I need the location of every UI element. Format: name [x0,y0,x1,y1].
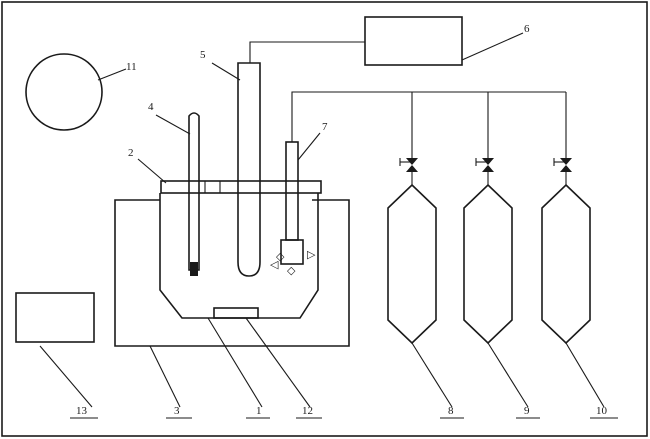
reaction-vessel [159,193,319,319]
callout-10: 10 [596,405,608,417]
leader-line [207,317,263,408]
valve-icon [475,158,494,185]
gas-cylinder-8 [387,183,437,345]
vessel-lid [160,180,322,194]
callout-3: 3 [174,405,180,417]
stir-bar [213,307,259,319]
gas-diffuser [280,239,304,265]
leader-line [411,342,453,408]
gas-cylinder-9 [463,183,513,345]
callout-7: 7 [322,121,328,133]
leader-line [461,32,524,61]
gas-tube [285,141,299,241]
left-box [15,292,95,343]
valve-icon [399,158,418,185]
callout-11: 11 [126,61,137,73]
bubble-mark: ◇ [287,265,296,277]
callout-8: 8 [448,405,454,417]
electrode [237,62,261,277]
leader-line [245,317,311,408]
callout-6: 6 [524,23,530,35]
leader-line [297,132,321,161]
meter-box [364,16,463,66]
meter-cable [249,41,365,63]
thermometer [188,112,200,271]
callout-1: 1 [256,405,262,417]
bubble-mark: ▷ [307,249,316,261]
callout-2: 2 [128,147,134,159]
bubble-mark: ◇ [276,251,285,263]
leader-line [487,342,529,408]
leader-line [97,68,127,81]
circle-component [25,53,103,131]
callout-13: 13 [76,405,88,417]
leader-line [39,345,93,408]
leader-line [155,114,191,135]
leader-line [211,62,241,81]
callout-5: 5 [200,49,206,61]
leader-line [149,345,181,408]
leader-line [137,158,167,184]
bubble-mark: ◁ [270,259,279,271]
callout-12: 12 [302,405,313,417]
callout-4: 4 [148,101,154,113]
gas-manifold [291,91,566,142]
valve-icon [553,158,572,185]
callout-9: 9 [524,405,530,417]
leader-line [565,342,605,408]
gas-cylinder-10 [541,183,591,345]
water-bath-jacket [114,199,350,347]
thermometer-bulb [190,262,198,276]
